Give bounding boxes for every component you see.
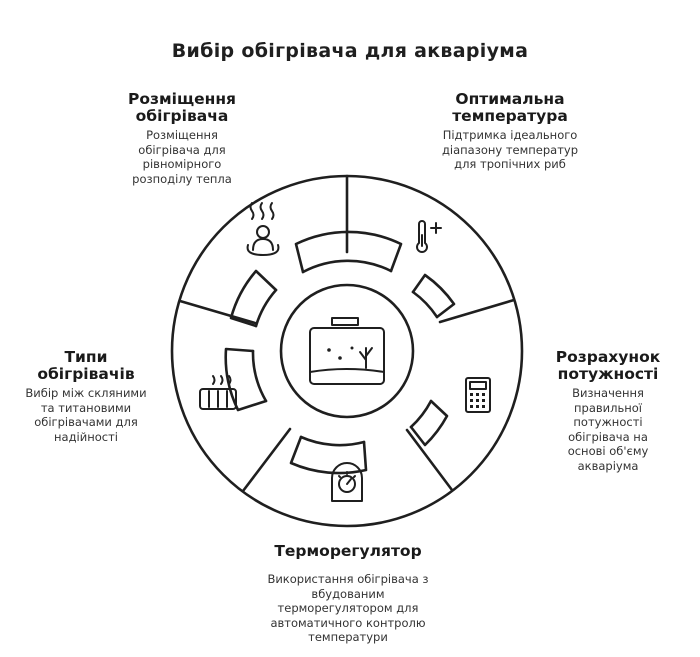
page-title: Вибір обігрівача для акваріума [171, 40, 529, 62]
types-heading: Типи обігрівачів [37, 348, 135, 383]
thermometer-plus-icon [416, 220, 442, 253]
inner-ring [251, 259, 439, 447]
center-circle [279, 283, 415, 419]
segment-dividers [178, 174, 516, 493]
temperature-heading: Оптимальна температура [452, 90, 568, 125]
temperature-description: Підтримка ідеального діапазону температу… [441, 128, 579, 171]
aquarium-icon [309, 317, 385, 385]
temperature-block: Оптимальна температура Підтримка ідеальн… [440, 91, 580, 172]
radiator-heat-icon [199, 375, 237, 410]
power-description: Визначення правильної потужності обігрів… [567, 386, 649, 473]
power-heading: Розрахунок потужності [555, 348, 661, 383]
placement-heading: Розміщення обігрівача [127, 90, 236, 125]
person-heat-icon [246, 202, 280, 256]
placement-description: Розміщення обігрівача для рівномірного р… [132, 128, 232, 186]
power-block: Розрахунок потужності Визначення правиль… [548, 349, 668, 473]
placement-block: Розміщення обігрівача Розміщення обігрів… [118, 91, 246, 186]
thermostat-description: Використання обігрівача з вбудованим тер… [267, 572, 429, 644]
calculator-icon [465, 377, 491, 413]
types-description: Вибір між скляними та титановими обігрів… [25, 386, 147, 444]
types-block: Типи обігрівачів Вибір між скляними та т… [22, 349, 150, 444]
thermostat-block: Терморегулятор Використання обігрівача з… [262, 543, 434, 645]
thermostat-dial-icon [331, 462, 363, 502]
thermostat-heading: Терморегулятор [274, 542, 422, 560]
ring-connectors [224, 230, 456, 475]
